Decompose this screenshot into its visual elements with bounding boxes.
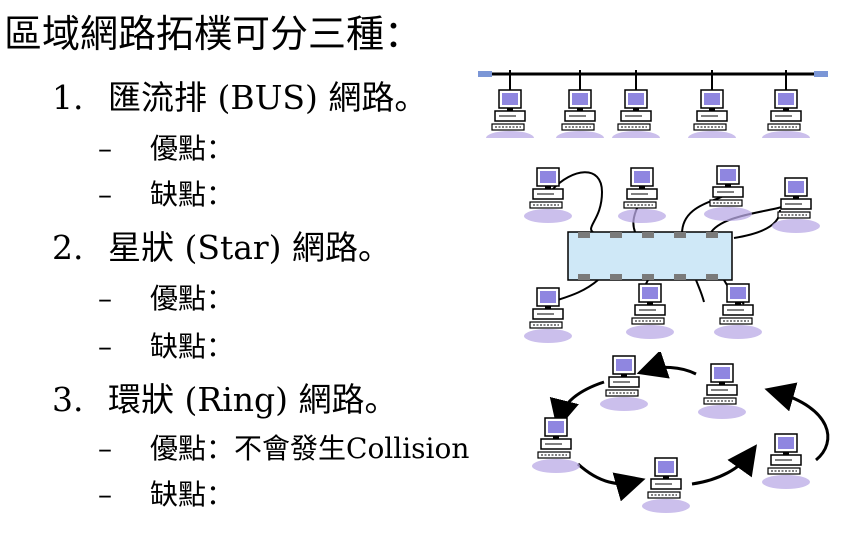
computer-icon	[617, 167, 667, 224]
item-number: 1.	[52, 78, 84, 117]
computer-icon	[713, 283, 763, 340]
bullet-dash: –	[98, 432, 112, 465]
slide-title: 區域網路拓樸可分三種：	[4, 12, 423, 56]
pros-label: 優點：	[150, 282, 235, 315]
item-number: 3.	[52, 380, 84, 419]
bus-cons: – 缺點：	[98, 178, 234, 212]
bullet-dash: –	[98, 282, 112, 315]
bus-terminator-right	[814, 71, 828, 77]
pros-label: 優點：	[150, 132, 235, 165]
computer-icon	[771, 177, 821, 234]
item-label: 星狀 (Star) 網路。	[108, 228, 392, 267]
computer-icon	[599, 355, 649, 412]
bus-pros: – 優點：	[98, 132, 234, 166]
computer-icon	[523, 167, 573, 224]
ring-arrows	[549, 352, 830, 502]
bullet-dash: –	[98, 132, 112, 165]
bus-terminator-left	[478, 71, 492, 77]
cons-label: 缺點：	[150, 178, 235, 211]
hub-box	[567, 231, 733, 281]
computer-icon	[761, 89, 811, 138]
pros-value: 不會發生Collision	[234, 432, 470, 465]
bullet-dash: –	[98, 478, 112, 511]
topology-item-bus: 1. 匯流排 (BUS) 網路。	[52, 78, 427, 118]
bullet-dash: –	[98, 178, 112, 211]
hub-ports	[578, 232, 718, 280]
bus-topology-diagram	[478, 70, 828, 138]
computer-icon	[697, 363, 747, 420]
item-label: 匯流排 (BUS) 網路。	[108, 78, 428, 117]
computer-icon	[555, 89, 605, 138]
computer-icon	[523, 287, 573, 344]
star-pros: – 優點：	[98, 282, 234, 316]
computer-icon	[703, 165, 753, 222]
item-number: 2.	[52, 228, 84, 267]
bullet-dash: –	[98, 330, 112, 363]
computer-icon	[687, 89, 737, 138]
computer-icon	[625, 283, 675, 340]
ring-pros: – 優點：不會發生Collision	[98, 432, 469, 466]
star-cons: – 缺點：	[98, 330, 234, 364]
computer-icon	[641, 457, 691, 514]
ring-topology-diagram	[531, 352, 830, 514]
item-label: 環狀 (Ring) 網路。	[108, 380, 398, 419]
ring-cons: – 缺點：	[98, 478, 234, 512]
computer-icon	[485, 89, 535, 138]
pros-label: 優點：	[150, 432, 235, 465]
cons-label: 缺點：	[150, 478, 235, 511]
computer-icon	[611, 89, 661, 138]
topology-item-ring: 3. 環狀 (Ring) 網路。	[52, 380, 398, 420]
computer-icon	[531, 417, 581, 474]
cons-label: 缺點：	[150, 330, 235, 363]
computer-icon	[761, 433, 811, 490]
topology-item-star: 2. 星狀 (Star) 網路。	[52, 228, 391, 268]
star-topology-diagram	[523, 165, 821, 344]
